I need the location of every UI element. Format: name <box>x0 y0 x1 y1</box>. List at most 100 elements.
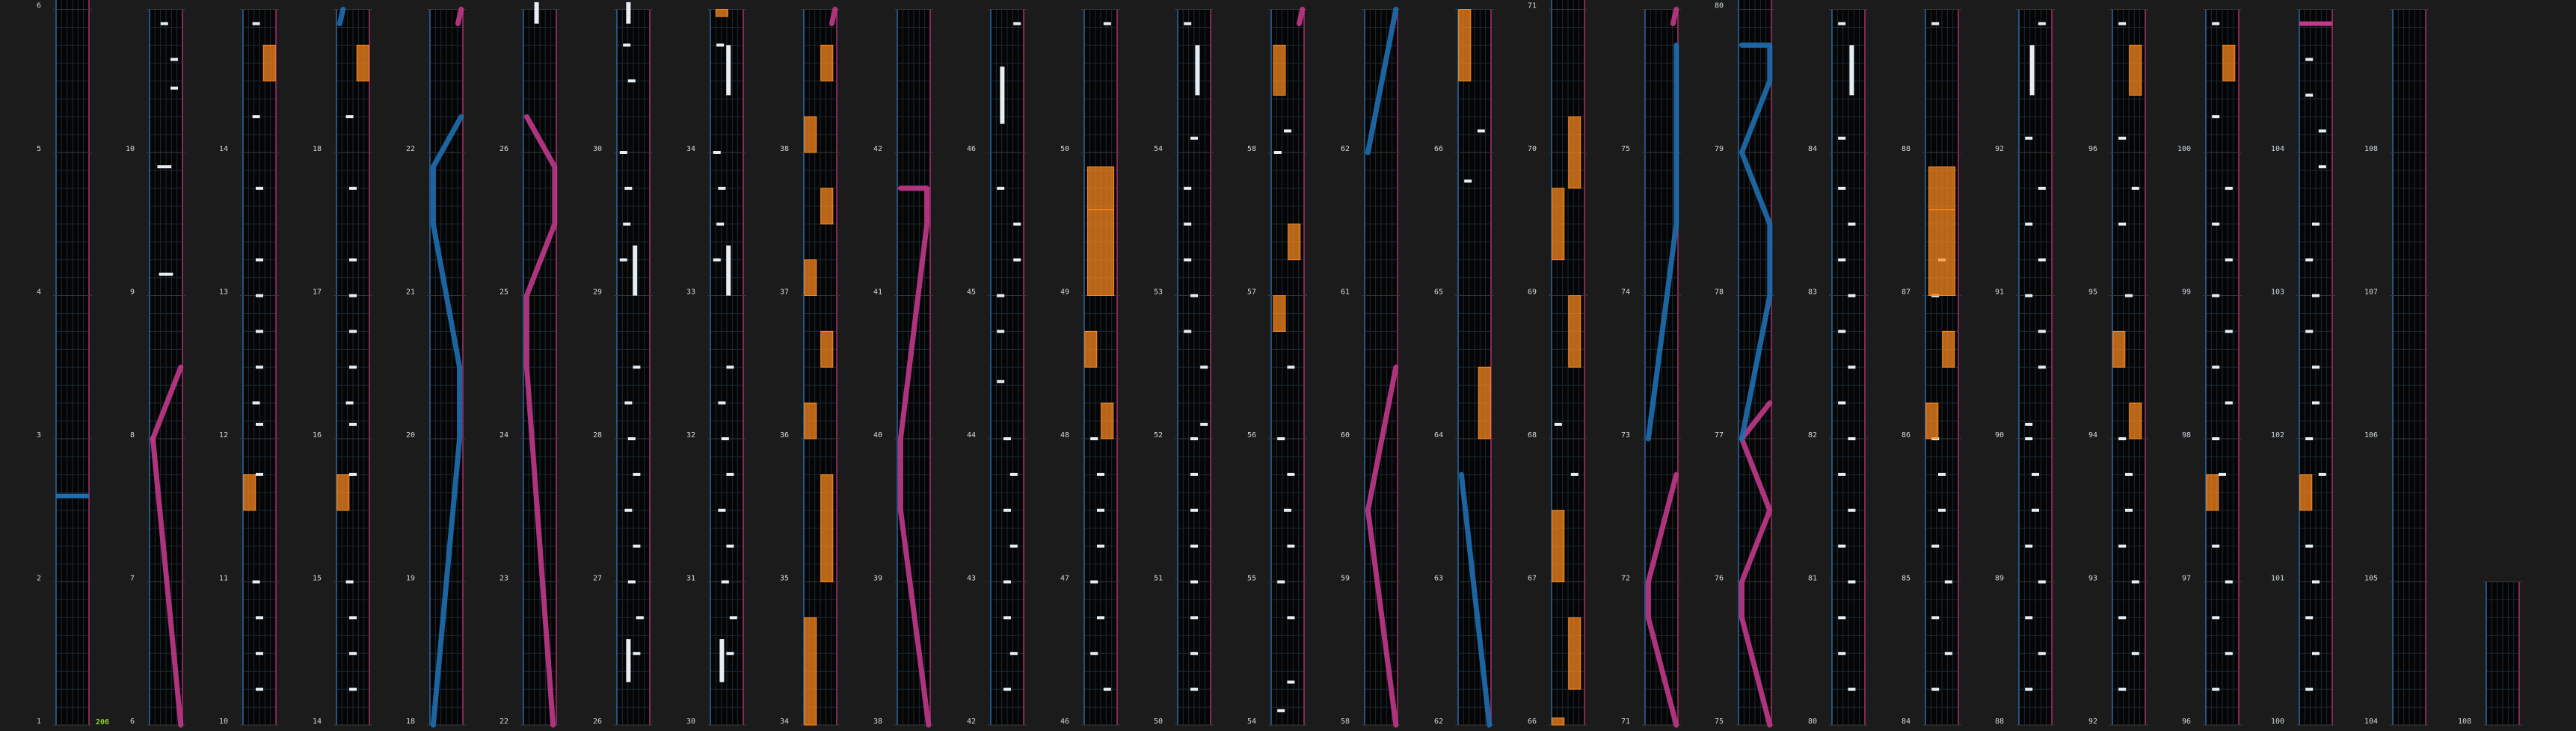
tap-note <box>2131 580 2139 584</box>
tap-note <box>1944 652 1952 656</box>
measure-number: 50 <box>1154 718 1163 726</box>
measure-number: 71 <box>1621 718 1630 726</box>
measure-number: 61 <box>1341 289 1350 297</box>
measure-number: 40 <box>873 431 882 439</box>
tap-note <box>1003 437 1011 440</box>
measure-number: 88 <box>1995 718 2004 726</box>
tap-note <box>1287 472 1295 476</box>
tap-note <box>2125 472 2133 476</box>
tap-note <box>1938 508 1946 512</box>
hold-note <box>1928 209 1956 297</box>
hold-note <box>820 188 834 225</box>
tap-note <box>1848 580 1856 584</box>
measure-number: 96 <box>2182 718 2191 726</box>
measure-number: 28 <box>593 431 602 439</box>
slide-path <box>150 364 184 442</box>
slide-path <box>1645 42 1679 442</box>
measure-number: 97 <box>2182 575 2191 583</box>
tap-note <box>1931 544 1940 548</box>
measure-number: 75 <box>1621 145 1630 153</box>
tap-note <box>1097 544 1104 548</box>
tap-note <box>2212 222 2220 226</box>
tap-note <box>1103 22 1111 25</box>
slide-path <box>829 7 838 27</box>
hold-note <box>1568 617 1581 690</box>
tap-note <box>1013 22 1021 25</box>
measure-number: 102 <box>2271 431 2284 439</box>
tap-note <box>997 186 1005 190</box>
measure-number: 18 <box>313 145 322 153</box>
measure-number: 60 <box>1341 431 1350 439</box>
measure-number: 22 <box>499 718 508 726</box>
measure-number: 53 <box>1154 289 1163 297</box>
tap-note <box>1190 580 1198 584</box>
measure-number: 11 <box>219 575 228 583</box>
tap-note <box>627 79 636 83</box>
tap-note <box>716 43 725 47</box>
tap-note <box>1184 258 1192 262</box>
measure-number: 36 <box>780 431 789 439</box>
tap-note <box>2038 22 2046 25</box>
hold-note <box>1086 166 1115 211</box>
tap-note <box>1184 330 1192 333</box>
tap-note <box>1277 437 1285 440</box>
tap-note <box>349 186 357 190</box>
tap-note <box>1190 437 1198 440</box>
hold-note <box>1458 9 1472 81</box>
tap-note <box>1097 508 1104 512</box>
tap-note <box>726 544 734 548</box>
tap-note <box>252 401 260 405</box>
hold-note <box>1925 402 1939 439</box>
measure-number: 101 <box>2271 575 2284 583</box>
tap-note <box>345 401 354 405</box>
tap-note <box>2318 472 2326 476</box>
tap-note <box>1277 709 1285 712</box>
tap-note <box>256 258 263 262</box>
tap-note <box>1184 222 1192 226</box>
measure-number: 71 <box>1528 2 1537 10</box>
measure-number: 19 <box>406 575 415 583</box>
measure-number: 14 <box>219 145 228 153</box>
tap-note <box>1013 222 1021 226</box>
tap-note <box>1554 422 1562 426</box>
tap-note <box>1009 472 1018 476</box>
hold-note <box>820 44 834 81</box>
tap-note <box>2212 437 2220 440</box>
measure-number: 99 <box>2182 289 2191 297</box>
tap-note <box>1009 652 1018 656</box>
measure-number: 80 <box>1808 718 1817 726</box>
tap-note <box>726 472 734 476</box>
tap-note <box>2025 294 2033 297</box>
tap-note <box>2125 294 2133 297</box>
tap-note <box>256 422 263 426</box>
measure-number: 92 <box>2088 718 2097 726</box>
tap-note <box>623 222 631 226</box>
measure-number: 16 <box>313 431 322 439</box>
tap-note <box>256 472 263 476</box>
measure-number: 62 <box>1434 718 1443 726</box>
tap-note <box>1848 508 1856 512</box>
hold-note <box>1273 295 1286 332</box>
hold-note <box>1086 209 1115 297</box>
slide-path <box>1739 42 1773 442</box>
measure-number: 47 <box>1060 575 1069 583</box>
measure-number: 62 <box>1341 145 1350 153</box>
tap-note <box>2212 544 2220 548</box>
measure-number: 42 <box>967 718 976 726</box>
tap-note <box>2318 129 2326 133</box>
measure-number: 74 <box>1621 289 1630 297</box>
hold-note <box>719 639 725 682</box>
tap-note <box>718 401 726 405</box>
measure-number: 49 <box>1060 289 1069 297</box>
tap-note <box>256 616 263 620</box>
tap-note <box>716 222 725 226</box>
tap-note <box>2312 401 2320 405</box>
